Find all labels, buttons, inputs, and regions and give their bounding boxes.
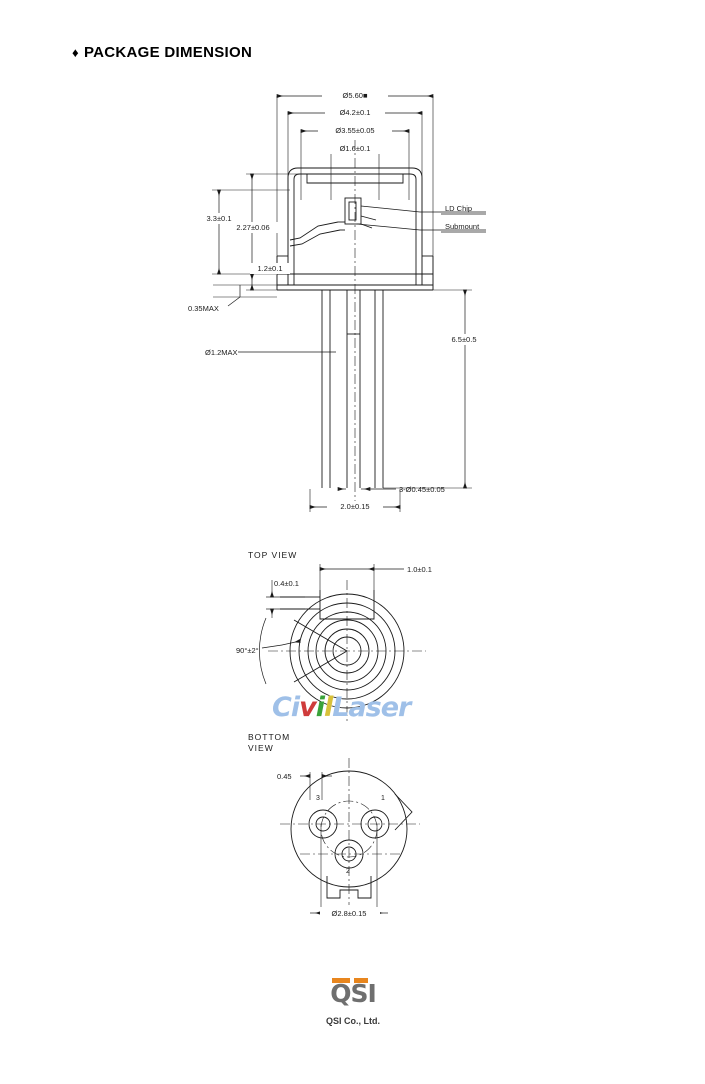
top-view-group: TOP VIEW <box>236 550 432 722</box>
dim-h-0-35: 0.35MAX <box>188 304 219 313</box>
callout-submount: Submount <box>445 222 480 231</box>
dim-dia-5-60: Ø5.60■ <box>343 91 368 100</box>
bottom-view-title-1: BOTTOM <box>248 732 290 742</box>
dim-notch-depth: 0.4±0.1 <box>274 579 299 588</box>
dim-notch-width: 1.0±0.1 <box>407 565 432 574</box>
qsi-logo-icon: QSI <box>318 978 388 1012</box>
company-logo: QSI QSI Co., Ltd. <box>318 978 388 1034</box>
dim-dia-1-2-max: Ø1.2MAX <box>205 348 238 357</box>
dim-pin-spacing: 2.0±0.15 <box>340 502 369 511</box>
dim-dia-3-55: Ø3.55±0.05 <box>335 126 374 135</box>
side-view-group: Ø5.60■ Ø4.2±0.1 Ø3.55±0.05 Ø1.6±0.1 <box>188 90 488 512</box>
logo-accent-left <box>332 978 350 983</box>
dim-h-2-27: 2.27±0.06 <box>236 223 269 232</box>
page-title: ♦ PACKAGE DIMENSION <box>72 44 252 61</box>
callout-ld-chip: LD Chip <box>445 204 472 213</box>
pin-label-1: 1 <box>381 795 385 802</box>
dim-pin-dia: 3-Ø0.45±0.05 <box>399 485 445 494</box>
dim-h-3-3: 3.3±0.1 <box>207 214 232 223</box>
dim-h-1-2: 1.2±0.1 <box>258 264 283 273</box>
dim-dia-4-2: Ø4.2±0.1 <box>340 108 371 117</box>
dim-angle: 90°±2° <box>236 646 259 655</box>
dim-flat-width: 0.45 <box>277 772 292 781</box>
dim-pin-circle: Ø2.8±0.15 <box>332 909 367 918</box>
logo-accent-right <box>354 978 368 983</box>
dim-h-6-5: 6.5±0.5 <box>452 335 477 344</box>
bottom-view-title-2: VIEW <box>248 743 274 753</box>
pin-label-2: 2 <box>346 868 350 875</box>
diamond-bullet-icon: ♦ <box>72 45 79 60</box>
company-name: QSI Co., Ltd. <box>326 1016 380 1026</box>
top-view-title: TOP VIEW <box>248 550 297 560</box>
bottom-view-group: BOTTOM VIEW <box>248 732 420 918</box>
page-title-text: PACKAGE DIMENSION <box>83 44 253 61</box>
logo-mark-text: QSI <box>330 979 377 1008</box>
pin-label-3: 3 <box>316 795 320 802</box>
